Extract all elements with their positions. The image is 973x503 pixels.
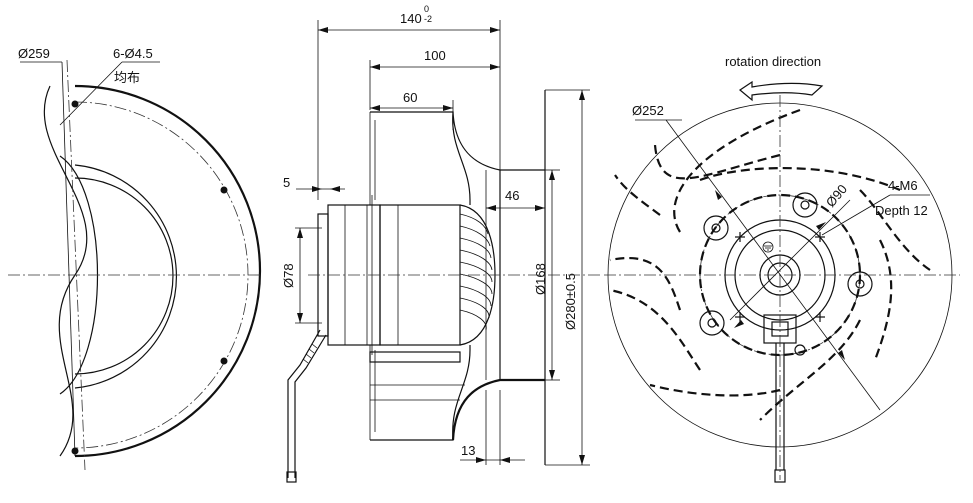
flange-thickness-label: 5 bbox=[283, 175, 290, 190]
holes-label: 6-Ø4.5 bbox=[113, 46, 153, 61]
inlet-depth-label: 60 bbox=[403, 90, 417, 105]
hub-circle-diagonal bbox=[729, 199, 851, 321]
inlet-diameter-label: Ø168 bbox=[533, 263, 548, 295]
hub-offset-label: 46 bbox=[505, 188, 519, 203]
cable-stripes bbox=[302, 343, 318, 364]
mounting-bosses bbox=[699, 192, 873, 336]
left-holes-leader bbox=[59, 61, 123, 126]
rotation-arrow-icon bbox=[738, 80, 824, 102]
left-inner-ring-1 bbox=[74, 164, 178, 389]
impeller-inlet-curve-upper bbox=[452, 111, 545, 171]
thread-label: 4-M6 bbox=[888, 178, 918, 193]
left-inner-ring-2 bbox=[74, 177, 174, 375]
overall-length-tol-upper: 0 bbox=[424, 4, 429, 14]
overall-length-label: 140 bbox=[400, 11, 422, 26]
left-view: Ø259 6-Ø4.5 均布 bbox=[8, 46, 262, 471]
hub-circle-label: Ø90 bbox=[823, 181, 850, 209]
impeller-inlet-curve-lower bbox=[451, 378, 545, 441]
left-diameter-leader bbox=[61, 61, 76, 457]
cable-end bbox=[286, 471, 297, 483]
left-flange-outer-arc bbox=[74, 84, 262, 458]
right-view: rotation direction bbox=[604, 54, 960, 483]
holes-note: 均布 bbox=[114, 71, 140, 86]
fin-ribs bbox=[459, 213, 493, 331]
mounting-hole bbox=[220, 357, 228, 365]
overall-length-tol-lower: -2 bbox=[424, 14, 432, 24]
impeller-diameter-label: Ø280±0.5 bbox=[563, 273, 578, 330]
side-view: 140 0 -2 100 60 5 Ø78 bbox=[281, 4, 600, 483]
mounting-hole bbox=[71, 100, 79, 108]
wire-offset-label: 13 bbox=[461, 443, 475, 458]
impeller-length-label: 100 bbox=[424, 48, 446, 63]
impeller-blades bbox=[609, 108, 931, 421]
outer-diameter-label: Ø259 bbox=[18, 46, 50, 61]
power-cable bbox=[287, 329, 327, 478]
bolt-circle-label: Ø252 bbox=[632, 103, 664, 118]
left-vertical-centerline bbox=[66, 59, 86, 471]
bolt-circle-diagonal bbox=[665, 119, 881, 411]
thread-holes bbox=[735, 232, 825, 322]
rotation-direction-label: rotation direction bbox=[725, 54, 821, 69]
right-cable bbox=[775, 343, 785, 470]
thread-depth-label: Depth 12 bbox=[875, 203, 928, 218]
ground-icon bbox=[762, 241, 774, 253]
lower-blade-band bbox=[369, 351, 461, 363]
left-bolt-circle bbox=[74, 101, 249, 449]
cable-grommet bbox=[794, 344, 806, 356]
thread-leader bbox=[821, 194, 891, 236]
motor-diameter-label: Ø78 bbox=[281, 263, 296, 288]
left-section-break bbox=[43, 85, 88, 457]
mounting-hole bbox=[220, 186, 228, 194]
